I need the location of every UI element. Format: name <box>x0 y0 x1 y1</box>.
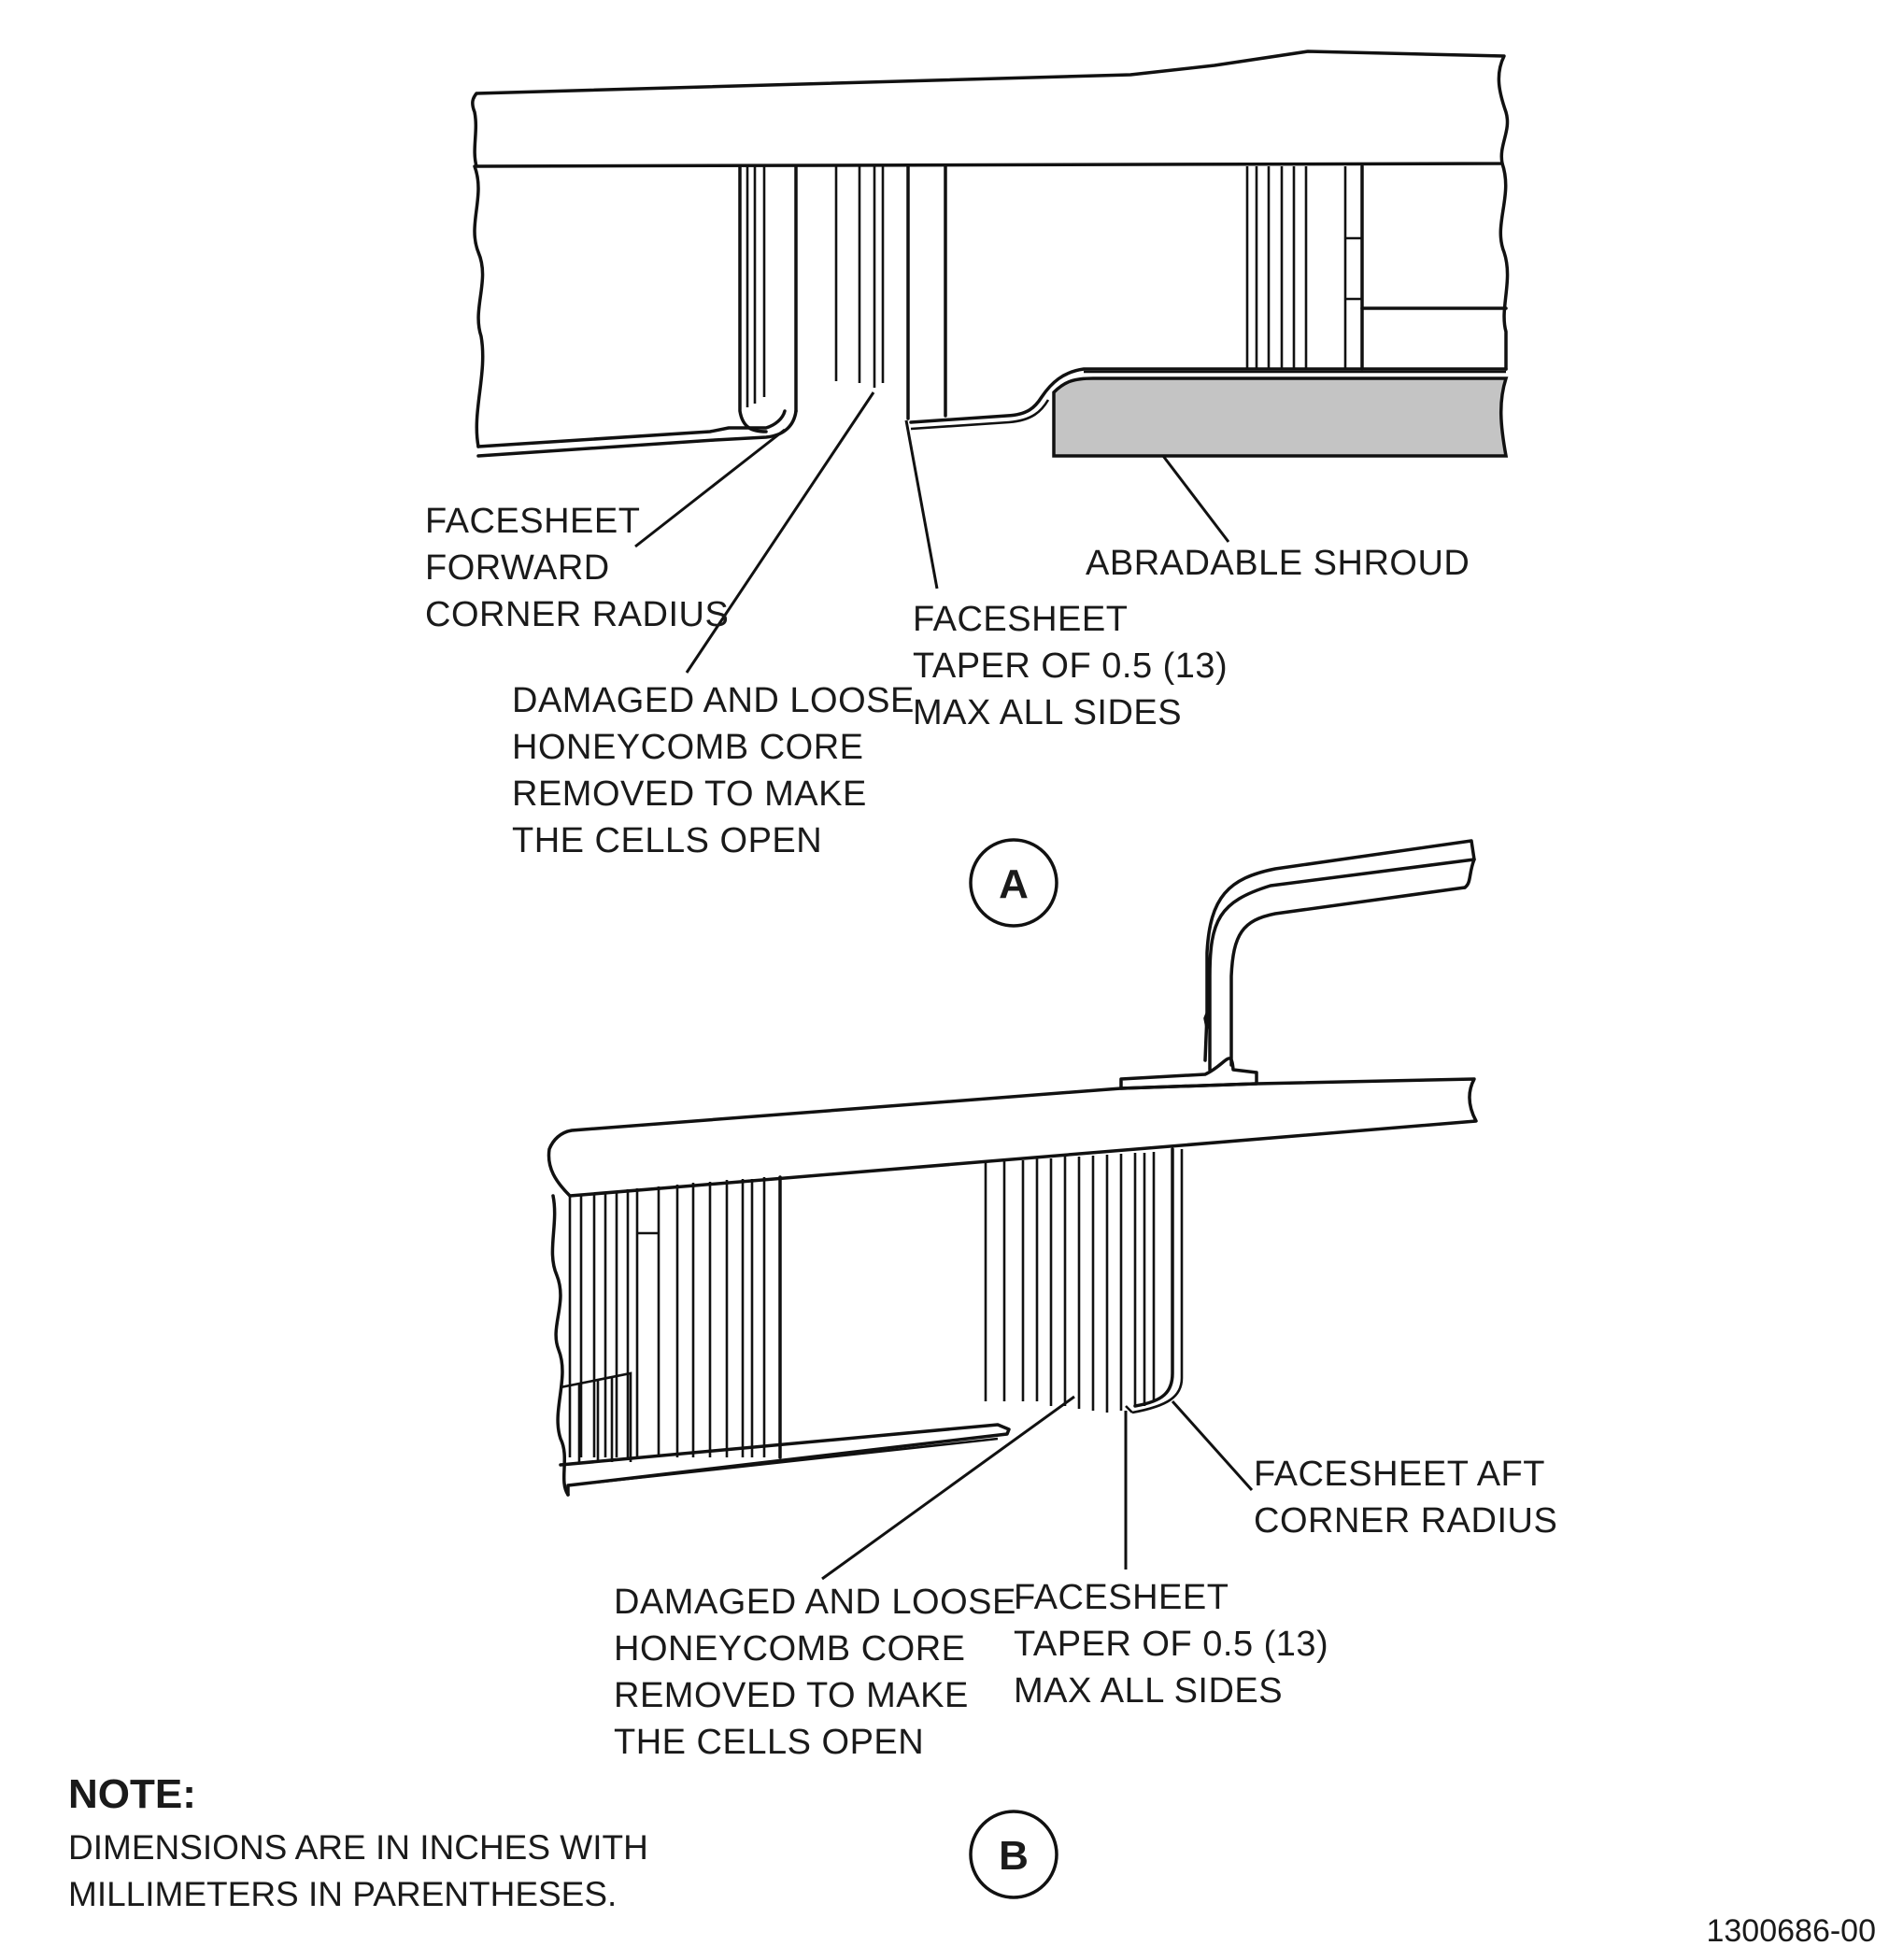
detail-a-label-taper: FACESHEET TAPER OF 0.5 (13) MAX ALL SIDE… <box>913 600 1238 732</box>
detail-a-top-skin <box>471 50 1510 168</box>
detail-a-facesheet-left-inner <box>476 409 798 458</box>
detail-b-left-break <box>550 1194 570 1497</box>
detail-a-left-break <box>473 164 485 448</box>
detail-b-marker: B <box>969 1810 1058 1899</box>
detail-a-marker: A <box>969 838 1058 928</box>
note-body: DIMENSIONS ARE IN INCHES WITH MILLIMETER… <box>68 1828 658 1913</box>
detail-a-leader-shroud <box>1161 455 1230 543</box>
detail-b-top-plate <box>547 1077 1478 1198</box>
detail-a-label-core-removed: DAMAGED AND LOOSE HONEYCOMB CORE REMOVED… <box>512 681 925 860</box>
detail-a-abradable-shroud <box>1052 376 1509 458</box>
svg-text:B: B <box>999 1833 1029 1879</box>
detail-b-bracket <box>1203 839 1476 1072</box>
note-title: NOTE: <box>68 1771 196 1817</box>
detail-b-label-aft-radius: FACESHEET AFT CORNER RADIUS <box>1254 1455 1557 1541</box>
detail-a-facesheet-right <box>909 367 1508 424</box>
detail-a-leader-core <box>685 391 875 674</box>
detail-a-right-break <box>1498 162 1510 371</box>
detail-b-drawing <box>547 839 1478 1497</box>
detail-b-leader-core <box>821 1395 1075 1581</box>
detail-a-leader-forward-radius <box>634 428 786 548</box>
detail-a-drawing <box>471 50 1510 458</box>
detail-b-cavity-right-wall <box>1133 1147 1174 1408</box>
detail-a-label-shroud: ABRADABLE SHROUD <box>1086 544 1470 583</box>
detail-a-leader-taper <box>904 419 939 589</box>
svg-text:A: A <box>999 861 1029 907</box>
detail-a-facesheet-left <box>476 409 787 448</box>
detail-a-cavity-left-wall <box>738 164 768 433</box>
detail-b-leader-aft-radius <box>1171 1399 1254 1492</box>
figure-id: 1300686-00 <box>1706 1913 1876 1949</box>
detail-b-label-core-removed: DAMAGED AND LOOSE HONEYCOMB CORE REMOVED… <box>614 1583 1027 1762</box>
detail-b-lower-facesheet <box>559 1423 1011 1497</box>
detail-b-label-taper: FACESHEET TAPER OF 0.5 (13) MAX ALL SIDE… <box>1014 1578 1339 1711</box>
detail-b-bracket-inner <box>1229 886 1467 1067</box>
detail-a-label-forward-radius: FACESHEET FORWARD CORNER RADIUS <box>425 502 729 634</box>
